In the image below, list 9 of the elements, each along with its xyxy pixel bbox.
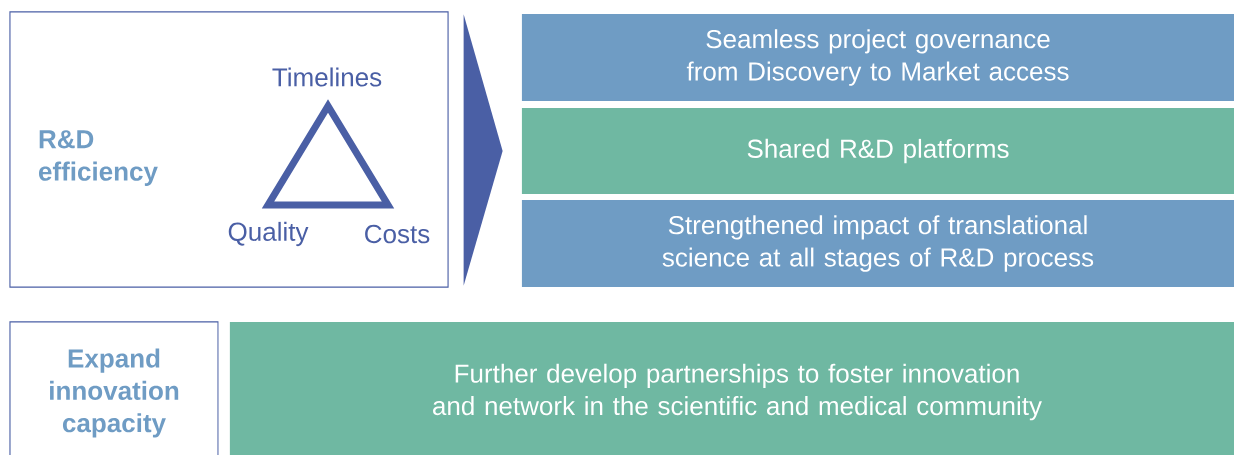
text-box: Seamless project governance from Discovery to Market access	[521, 13, 1234, 102]
text-box: Strengthened impact of translational science at all stages of R&D process	[521, 199, 1234, 288]
corner-label: Quality	[228, 221, 309, 247]
text-box: Further develop partnerships to foster innovation and network in the scientific and medical community	[229, 321, 1234, 455]
outlined-box: Expand innovation capacity	[9, 321, 219, 455]
text-box: Shared R&D platforms	[521, 108, 1234, 194]
corner-label: Timelines	[272, 67, 382, 87]
corner-label: Costs	[365, 224, 430, 244]
chevron-arrow	[463, 14, 503, 286]
